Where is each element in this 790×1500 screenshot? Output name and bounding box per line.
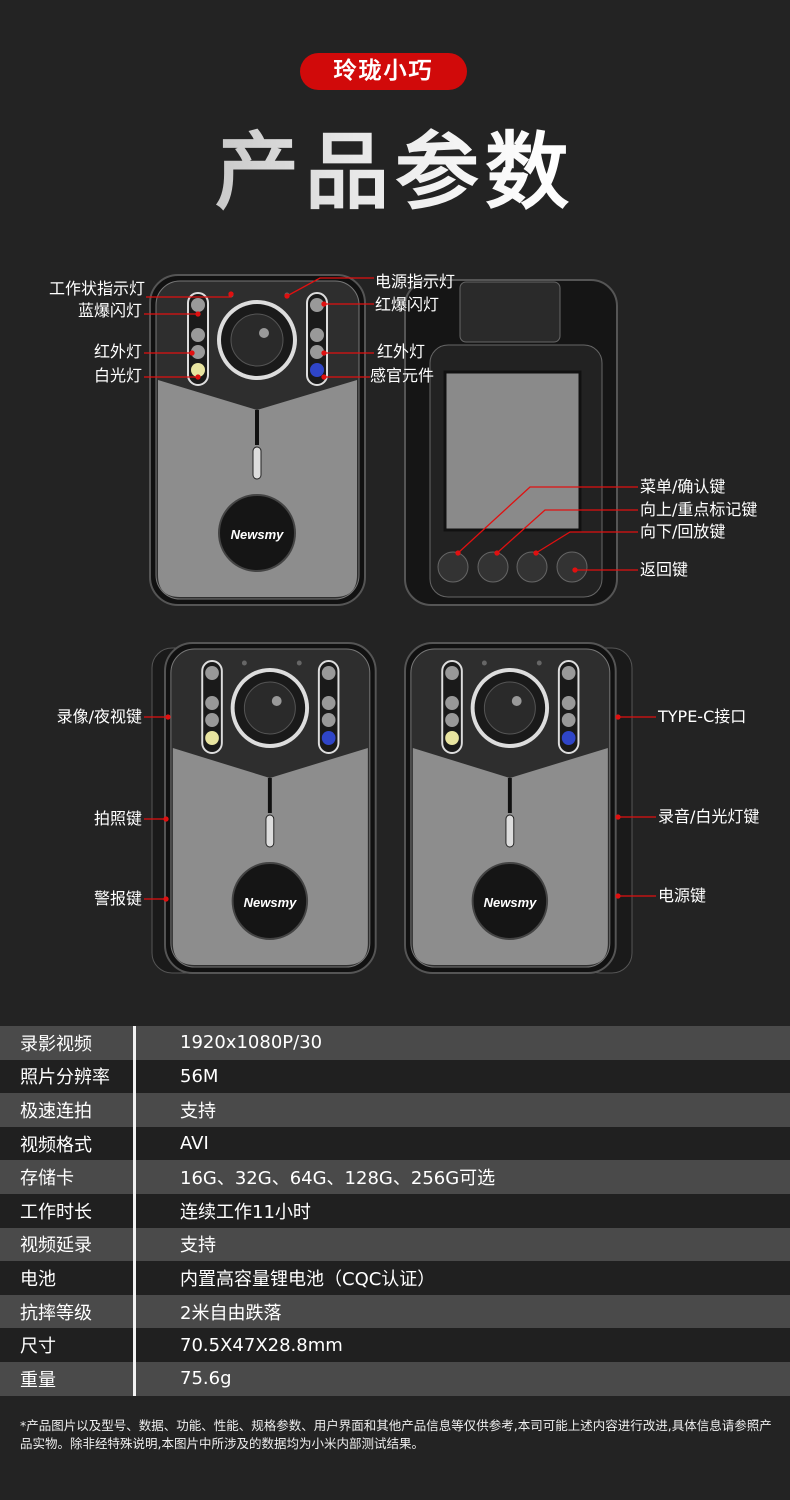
spec-value: AVI bbox=[180, 1133, 209, 1155]
callout-power-button: 电源键 bbox=[658, 886, 707, 905]
callout-power-indicator: 电源指示灯 bbox=[375, 272, 456, 291]
spec-row: 抗摔等级 2米自由跌落 bbox=[0, 1294, 790, 1329]
spec-label: 录影视频 bbox=[0, 1026, 136, 1060]
spec-row: 重量 75.6g bbox=[0, 1361, 790, 1396]
spec-label: 抗摔等级 bbox=[0, 1294, 136, 1329]
spec-row: 录影视频 1920x1080P/30 bbox=[0, 1026, 790, 1060]
spec-row: 存储卡 16G、32G、64G、128G、256G可选 bbox=[0, 1160, 790, 1194]
page-title: 产品参数 bbox=[0, 122, 790, 222]
spec-value: 70.5X47X28.8mm bbox=[180, 1334, 343, 1356]
spec-value: 支持 bbox=[180, 1100, 216, 1122]
spec-row: 极速连拍 支持 bbox=[0, 1093, 790, 1127]
callout-blue-flash: 蓝爆闪灯 bbox=[77, 301, 142, 320]
callout-red-flash: 红爆闪灯 bbox=[375, 295, 440, 314]
spec-label: 照片分辨率 bbox=[0, 1059, 136, 1094]
callout-white-light: 白光灯 bbox=[93, 366, 142, 385]
callout-menu-button: 菜单/确认键 bbox=[640, 477, 726, 496]
spec-label: 极速连拍 bbox=[0, 1093, 136, 1127]
callout-sensor: 感官元件 bbox=[370, 366, 435, 385]
spec-value: 连续工作11小时 bbox=[180, 1201, 311, 1223]
callout-typec-port: TYPE-C接口 bbox=[658, 707, 747, 726]
callout-infrared-right: 红外灯 bbox=[377, 342, 426, 361]
spec-label: 电池 bbox=[0, 1261, 136, 1295]
callout-record-button: 录像/夜视键 bbox=[56, 707, 142, 726]
spec-label: 视频格式 bbox=[0, 1126, 136, 1161]
spec-label: 视频延录 bbox=[0, 1227, 136, 1262]
spec-row: 尺寸 70.5X47X28.8mm bbox=[0, 1328, 790, 1362]
spec-value: 内置高容量锂电池（CQC认证） bbox=[180, 1268, 436, 1290]
spec-value: 16G、32G、64G、128G、256G可选 bbox=[180, 1168, 496, 1190]
callout-down-button: 向下/回放键 bbox=[640, 522, 726, 541]
footnote: *产品图片以及型号、数据、功能、性能、规格参数、用户界面和其他产品信息等仅供参考… bbox=[20, 1418, 772, 1451]
right-side-device: Newsmy bbox=[403, 641, 633, 975]
product-illustration: Newsmy Newsmy Newsmy bbox=[144, 273, 656, 975]
spec-row: 工作时长 连续工作11小时 bbox=[0, 1193, 790, 1228]
spec-label: 尺寸 bbox=[0, 1328, 136, 1362]
spec-row: 视频格式 AVI bbox=[0, 1126, 790, 1161]
brand-logo-text: Newsmy bbox=[484, 895, 538, 910]
brand-logo-text: Newsmy bbox=[231, 527, 285, 542]
callout-work-indicator: 工作状指示灯 bbox=[48, 279, 145, 298]
spec-value: 支持 bbox=[180, 1235, 216, 1257]
spec-row: 照片分辨率 56M bbox=[0, 1059, 790, 1094]
callout-alarm-button: 警报键 bbox=[93, 889, 142, 908]
spec-row: 视频延录 支持 bbox=[0, 1227, 790, 1262]
spec-row: 电池 内置高容量锂电池（CQC认证） bbox=[0, 1261, 790, 1295]
callout-photo-button: 拍照键 bbox=[93, 809, 142, 828]
callout-audio-button: 录音/白光灯键 bbox=[658, 807, 760, 826]
callout-lines bbox=[144, 277, 656, 902]
back-view-device bbox=[404, 279, 618, 606]
spec-label: 存储卡 bbox=[0, 1160, 136, 1194]
left-side-device: Newsmy bbox=[151, 641, 378, 975]
callout-back-button: 返回键 bbox=[640, 560, 689, 579]
spec-value: 75.6g bbox=[180, 1368, 232, 1390]
front-view-device: Newsmy bbox=[148, 273, 367, 607]
spec-label: 重量 bbox=[0, 1361, 136, 1396]
brand-logo-text: Newsmy bbox=[244, 895, 298, 910]
feature-badge: 玲珑小巧 bbox=[300, 53, 467, 90]
spec-value: 56M bbox=[180, 1065, 219, 1087]
callout-up-button: 向上/重点标记键 bbox=[640, 500, 758, 519]
spec-label: 工作时长 bbox=[0, 1193, 136, 1228]
callout-infrared-left: 红外灯 bbox=[93, 342, 142, 361]
spec-value: 2米自由跌落 bbox=[180, 1302, 282, 1324]
spec-value: 1920x1080P/30 bbox=[180, 1032, 323, 1054]
